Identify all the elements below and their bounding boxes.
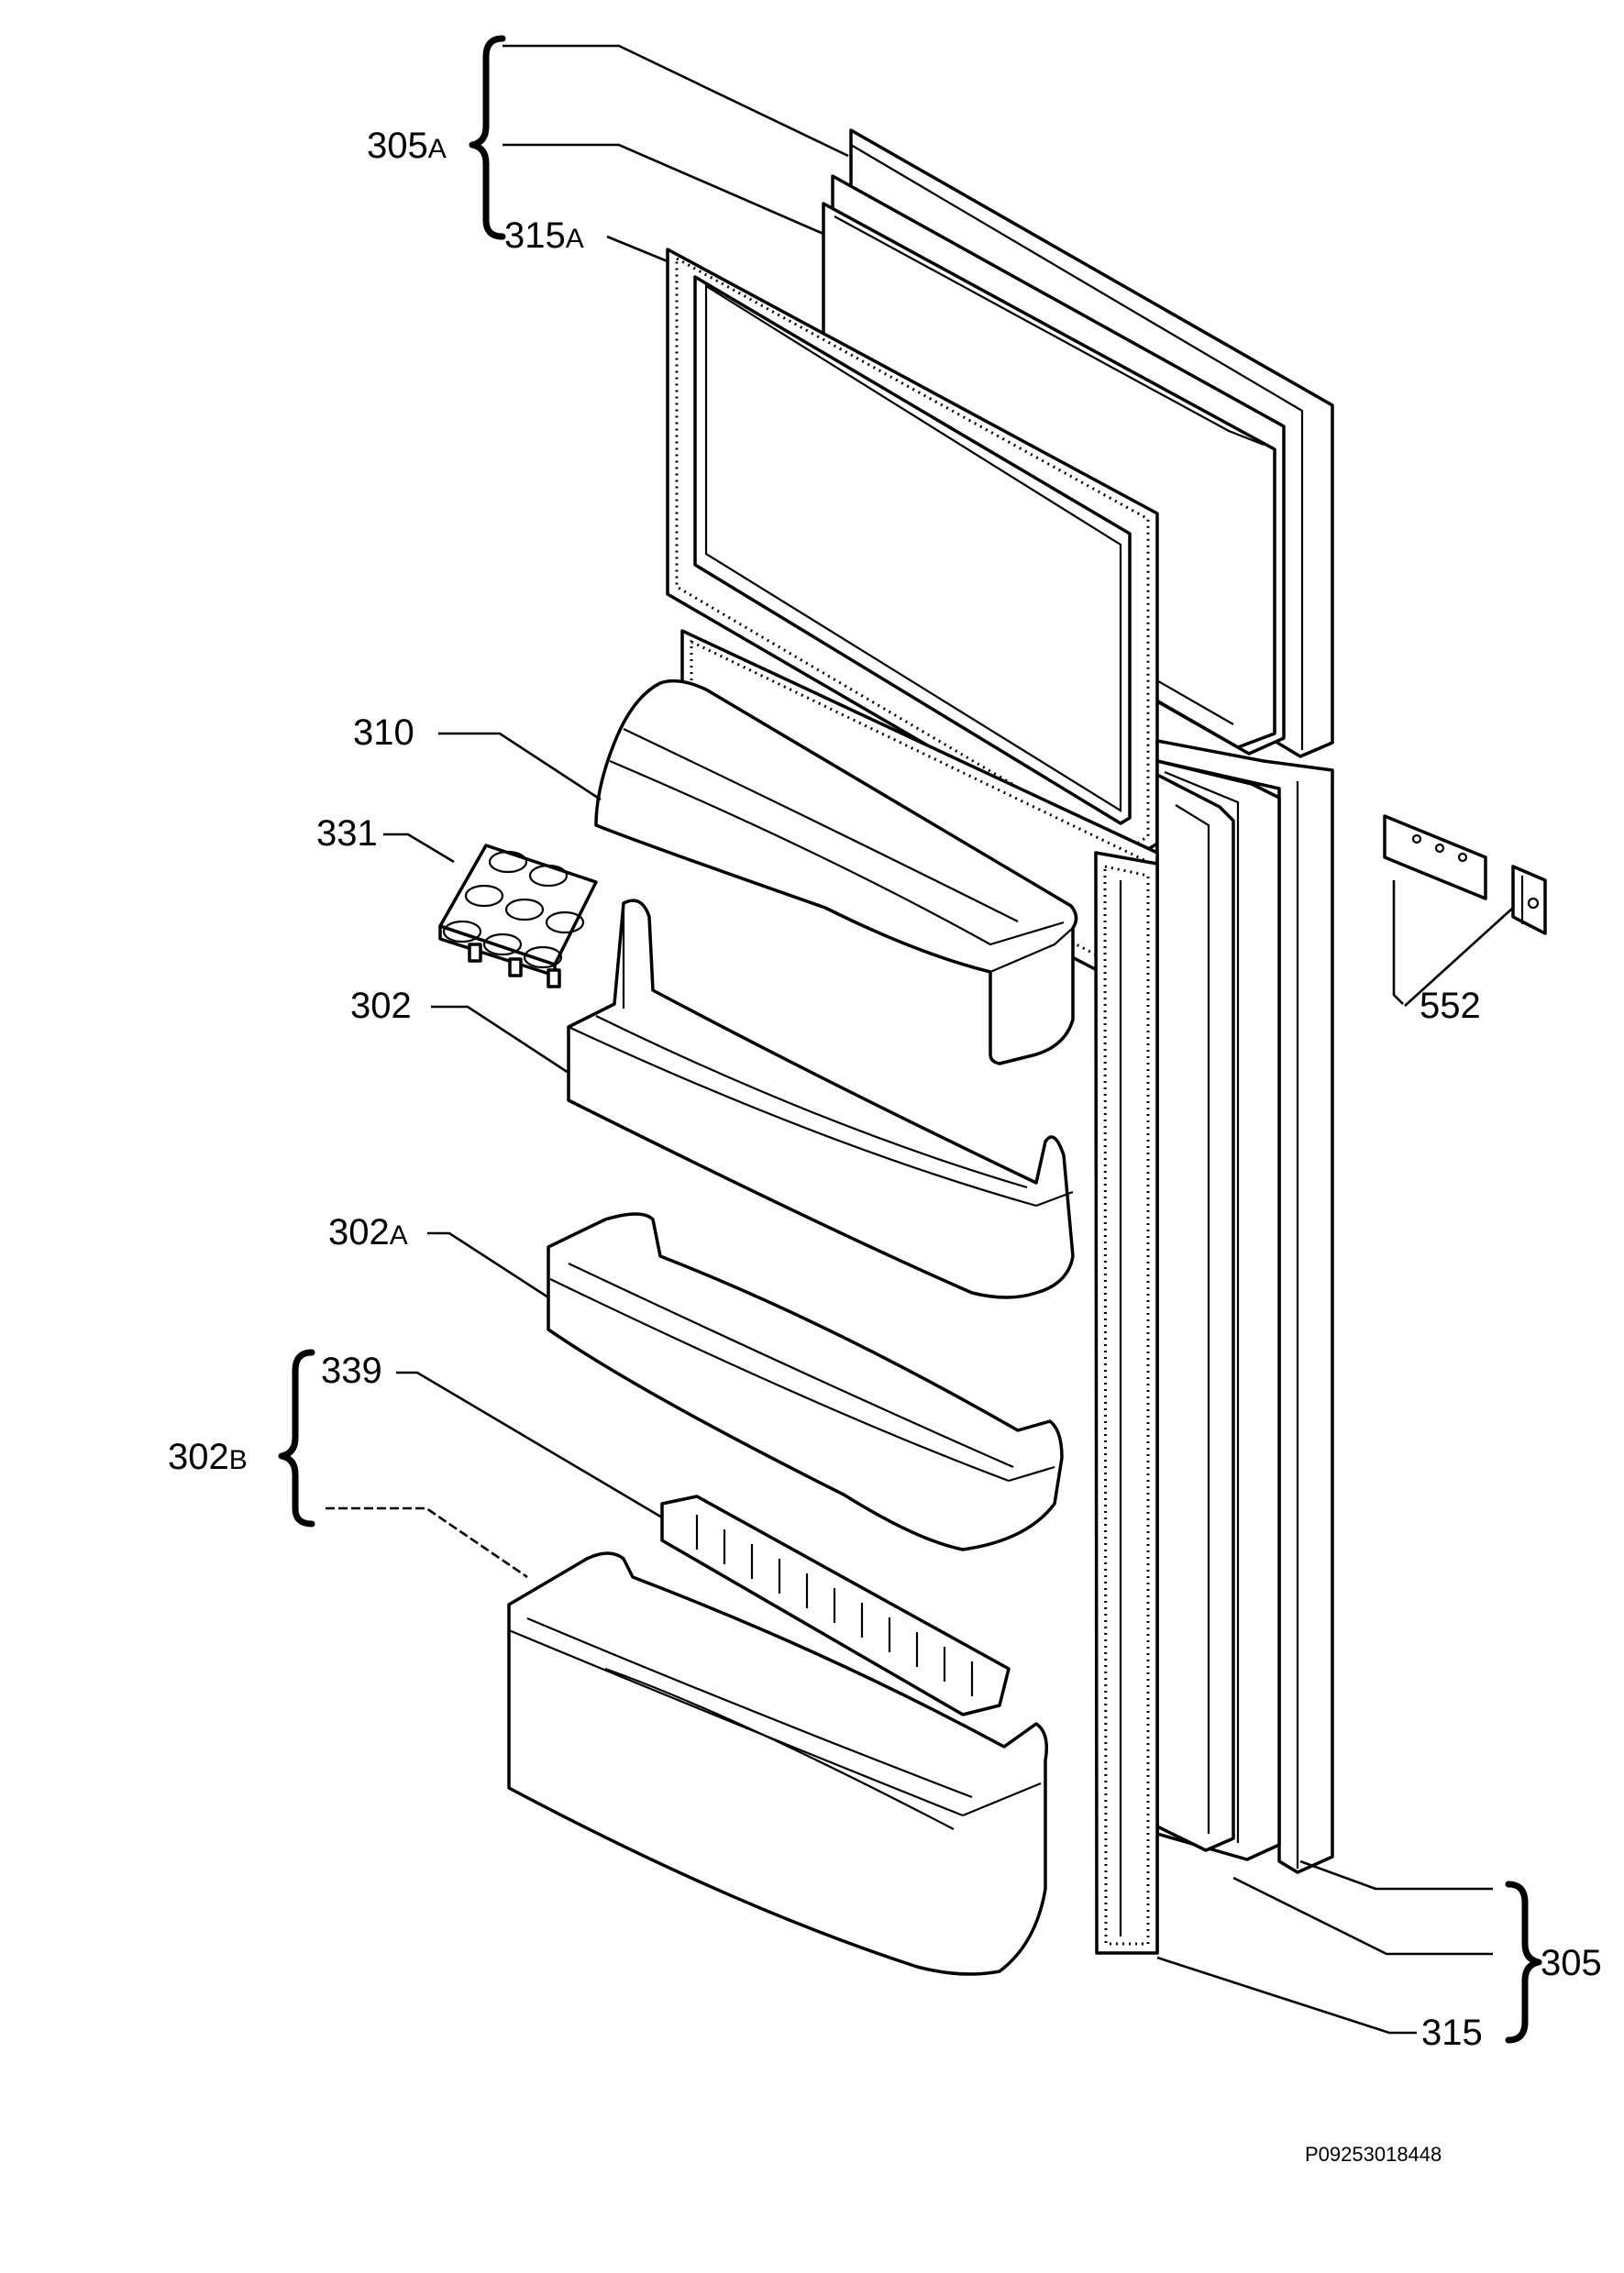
- hinge-parts: [1383, 814, 1547, 935]
- freezer-door-gasket: [666, 248, 1159, 864]
- egg-tray: [438, 844, 598, 988]
- label-310: 310: [353, 712, 414, 753]
- brace-305a: [469, 35, 506, 240]
- bottom-door-shelf: [507, 1551, 1048, 1976]
- brace-302b: [278, 1349, 315, 1528]
- leader-302b: [326, 1506, 528, 1579]
- label-302a: 302A: [328, 1212, 408, 1252]
- leader-310: [438, 732, 602, 801]
- leader-302a: [427, 1231, 549, 1299]
- bottle-shelf: [547, 1212, 1064, 1551]
- bottle-rack: [660, 1495, 1011, 1716]
- label-339: 339: [321, 1351, 382, 1391]
- label-302b: 302B: [168, 1437, 248, 1477]
- leader-305-outer: [1299, 1859, 1493, 1891]
- leader-lines: [326, 44, 1514, 2035]
- label-302: 302: [350, 986, 412, 1026]
- leader-339: [396, 1371, 663, 1519]
- labels: 305A 315A 310 331 302 302A 339 302B 552 …: [168, 126, 1602, 2166]
- drawing-code: P09253018448: [1305, 2143, 1442, 2166]
- label-315a: 315A: [504, 215, 584, 256]
- fridge-door-inner-liner: [1155, 759, 1281, 1861]
- label-305: 305: [1541, 1943, 1602, 1983]
- leader-305-inner: [1232, 1876, 1493, 1956]
- dairy-compartment-lid: [594, 679, 1078, 1065]
- door-shelf: [567, 899, 1075, 1299]
- leader-305a-inner: [503, 143, 824, 236]
- leader-331: [383, 833, 455, 864]
- label-331: 331: [316, 813, 378, 854]
- braces: [278, 35, 1542, 2044]
- label-552: 552: [1420, 986, 1481, 1026]
- brace-305: [1505, 1881, 1542, 2044]
- label-305a: 305A: [367, 126, 447, 166]
- leader-315a: [606, 235, 668, 263]
- leader-302: [431, 1005, 569, 1075]
- label-315: 315: [1421, 2013, 1483, 2053]
- leader-315: [1156, 1956, 1417, 2035]
- leader-305a-outer: [503, 44, 849, 158]
- leader-552-b: [1404, 907, 1514, 1007]
- leader-552-a: [1392, 880, 1404, 1005]
